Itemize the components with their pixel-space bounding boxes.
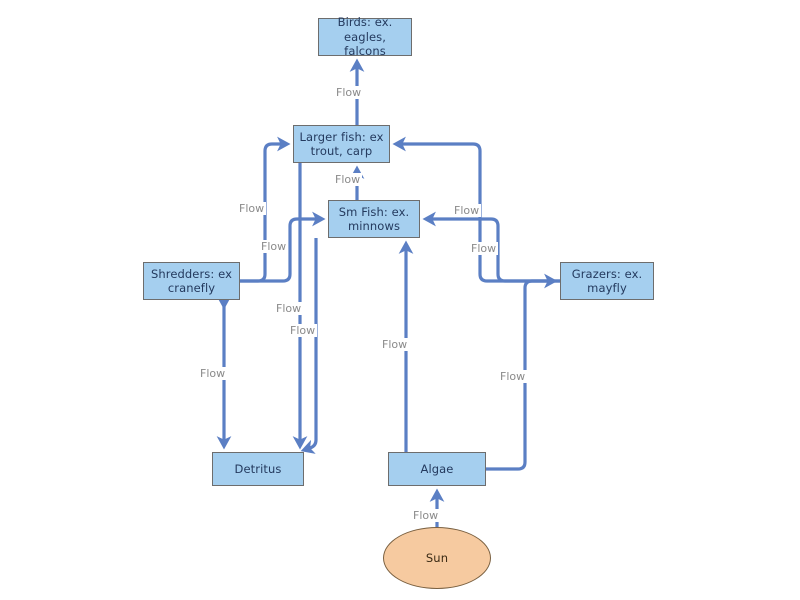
node-algae-label: Algae (420, 461, 454, 476)
edge-label-shredders-to-larger: Flow (237, 202, 267, 215)
edge-label-shredders-detritus: Flow (198, 367, 228, 380)
edge-shredders-to-smfish (240, 211, 326, 283)
node-shredders[interactable]: Shredders: ex cranefly (143, 262, 240, 300)
edge-label-larger-to-detritus: Flow (274, 302, 304, 315)
node-detritus-label: Detritus (234, 461, 282, 476)
node-grazers-label: Grazers: ex. mayfly (571, 266, 643, 295)
node-birds[interactable]: Birds: ex. eagles, falcons (318, 15, 412, 59)
node-sun[interactable]: Sun (383, 527, 491, 589)
edge-label-grazers-to-larger: Flow (452, 204, 482, 217)
node-small-fish-label: Sm Fish: ex. minnows (338, 204, 410, 233)
edge-label-larger-to-birds: Flow (334, 86, 364, 99)
edge-label-smfish-to-larger: Flow (333, 173, 363, 186)
edge-label-shredders-to-smfish: Flow (259, 240, 289, 253)
node-shredders-label: Shredders: ex cranefly (150, 266, 233, 295)
node-birds-label: Birds: ex. eagles, falcons (337, 15, 393, 59)
node-sun-label: Sun (425, 550, 449, 565)
edge-label-algae-to-smfish: Flow (380, 338, 410, 351)
node-detritus[interactable]: Detritus (212, 452, 304, 486)
node-larger-fish[interactable]: Larger fish: ex trout, carp (293, 125, 390, 163)
edge-label-grazers-to-smfish: Flow (469, 242, 499, 255)
node-larger-fish-label: Larger fish: ex trout, carp (299, 129, 384, 158)
edge-label-sun-to-algae: Flow (411, 509, 441, 522)
edge-label-smfish-to-detritus: Flow (288, 324, 318, 337)
node-algae[interactable]: Algae (388, 452, 486, 486)
edge-label-algae-to-grazers: Flow (498, 370, 528, 383)
edge-smfish-to-detritus (300, 238, 318, 454)
node-grazers[interactable]: Grazers: ex. mayfly (560, 262, 654, 300)
node-small-fish[interactable]: Sm Fish: ex. minnows (328, 200, 420, 238)
